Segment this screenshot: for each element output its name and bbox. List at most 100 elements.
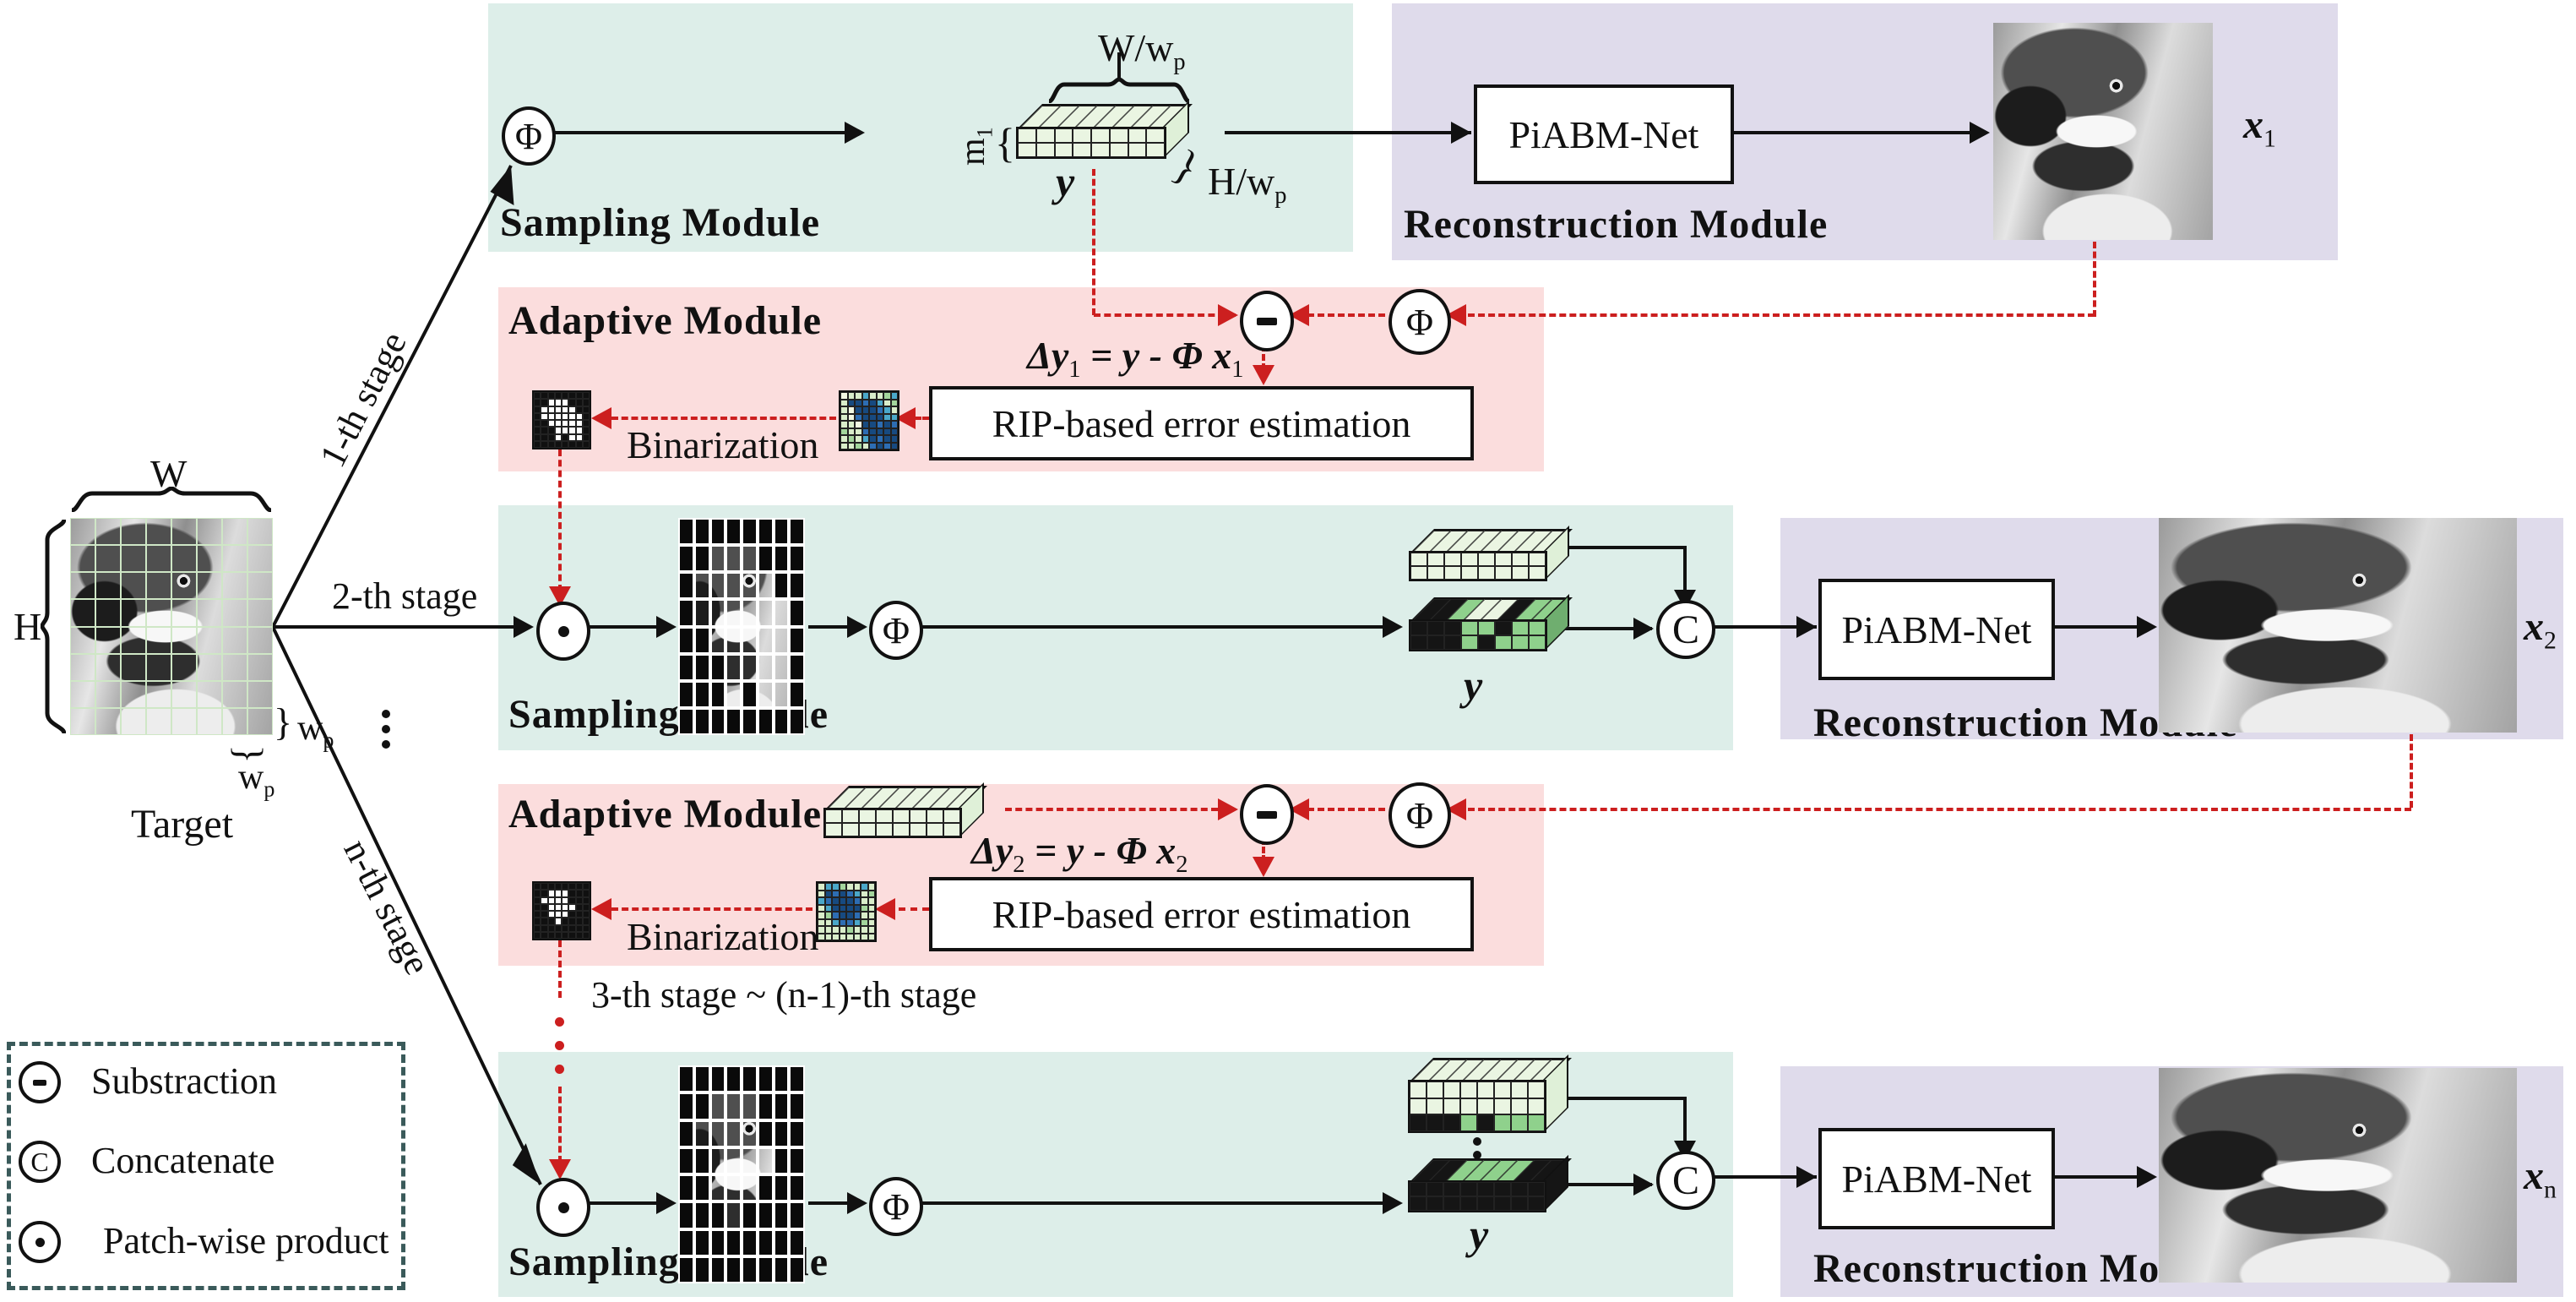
piabm-net-2: PiABM-Net — [1818, 579, 2055, 680]
target-caption: Target — [131, 802, 234, 847]
target-height-label: H — [14, 605, 42, 648]
cuboid-front-face — [1409, 551, 1547, 581]
arrowhead-into-phi2 — [847, 616, 867, 638]
elbow-stack2top-h — [1547, 546, 1687, 549]
stage-ellipsis-dot — [382, 710, 390, 718]
reconstructed-image-x2 — [2159, 518, 2517, 733]
formula-delta-y2: Δy2 = y - Φ x2 — [971, 829, 1188, 879]
arrowhead-y1-to-net — [1451, 122, 1471, 144]
binarization-1-label: Binarization — [627, 423, 819, 466]
arrow-into-dot2 — [514, 616, 534, 638]
concat-operator-stage3: C — [1656, 1151, 1715, 1210]
sampling-module-1-title: Sampling Module — [500, 200, 821, 245]
target-width-label: W — [150, 452, 187, 495]
arrow-phi3-to-stack — [918, 1201, 1384, 1205]
arrowhead-into-net3 — [1796, 1166, 1817, 1188]
h-over-wp-label: H/wp — [1208, 160, 1287, 210]
rip-estimation-2-label: RIP-based error estimation — [992, 892, 1411, 936]
red-line-rip2-to-heat — [899, 907, 929, 911]
arrowhead-into-x2 — [2137, 616, 2157, 638]
phi-glyph: Φ — [1405, 794, 1434, 836]
phi-operator-stage2: Φ — [869, 601, 923, 660]
arrowhead-into-xn — [2137, 1166, 2157, 1188]
stage-ellipsis-dot — [382, 740, 390, 749]
minus-glyph — [1257, 810, 1277, 819]
xn-label: xn — [2524, 1153, 2557, 1204]
legend-concatenate-icon: C — [19, 1141, 61, 1183]
target-wp-right-brace: } — [274, 700, 293, 744]
stack3-ellipsis-dot — [1473, 1151, 1481, 1159]
target-wp-right-label: wp — [297, 709, 334, 753]
phi-glyph: Φ — [514, 115, 543, 157]
arrowhead-into-maskedimg3 — [656, 1192, 677, 1214]
m1-label: m1 — [954, 127, 997, 166]
arrow-net3-to-xn — [2052, 1175, 2144, 1179]
piabm-net-1: PiABM-Net — [1474, 84, 1734, 184]
elbow-stack3top-h — [1546, 1097, 1687, 1100]
elbow-stack3top-v — [1683, 1097, 1687, 1146]
arrowhead-phi1-to-y — [845, 122, 865, 144]
arrow-dot2-to-maskedimg — [587, 625, 658, 629]
arrow-phi1-to-y — [551, 131, 846, 134]
red-ellipsis-dot — [555, 1041, 564, 1050]
cuboid-front-face — [1016, 127, 1166, 159]
arrowhead-into-net2 — [1796, 616, 1817, 638]
piabm-net-3-label: PiABM-Net — [1841, 1157, 2032, 1201]
adaptive-module-2-title: Adaptive Module — [508, 792, 823, 836]
red-line-mask2-down — [558, 940, 562, 998]
adaptive-module-1-title: Adaptive Module — [508, 298, 823, 343]
arrow-net2-to-x2 — [2052, 625, 2144, 629]
binarization-2-label: Binarization — [627, 915, 819, 958]
target-width-brace — [71, 487, 272, 512]
stage-2-label: 2-th stage — [332, 575, 478, 617]
reconstructed-image-xn — [2159, 1068, 2517, 1283]
legend-concatenate-label: Concatenate — [91, 1140, 275, 1181]
phi-operator-adaptive1: Φ — [1389, 289, 1451, 355]
red-line-phi2ad-to-minus — [1307, 808, 1385, 811]
red-line-rip1-to-heat — [907, 417, 929, 420]
cuboid-front-face — [1408, 1080, 1546, 1133]
patchwise-product-stage3 — [536, 1178, 590, 1237]
red-arrowhead-into-mask2 — [591, 898, 611, 920]
elbow-stack2top-v — [1683, 546, 1687, 595]
sampling-module-1-box — [488, 3, 1353, 252]
red-line-heat1-to-mask — [611, 417, 836, 420]
minus-operator-adaptive1 — [1240, 291, 1294, 351]
legend-patchwise-label: Patch-wise product — [103, 1220, 389, 1261]
reconstruction-module-1-title: Reconstruction Module — [1404, 202, 1829, 247]
red-line-x2-down — [2410, 734, 2413, 808]
arrowhead-into-stack3 — [1383, 1192, 1403, 1214]
red-ellipsis-dot — [555, 1065, 564, 1074]
piabm-net-3: PiABM-Net — [1818, 1128, 2055, 1229]
phi-glyph: Φ — [1405, 301, 1434, 343]
binary-mask-1 — [532, 390, 591, 449]
legend-box — [7, 1042, 405, 1290]
cuboid-front-face — [1408, 1180, 1546, 1212]
arrow-c2-to-net2 — [1710, 625, 1817, 629]
rip-estimation-1-label: RIP-based error estimation — [992, 401, 1411, 445]
legend-patchwise-icon — [19, 1221, 61, 1263]
red-arrowhead-into-minus2-left — [1218, 798, 1238, 820]
x2-label: x2 — [2524, 604, 2557, 655]
arrow-maskedimg2-to-phi2 — [808, 625, 851, 629]
legend-subtraction-label: Substraction — [91, 1060, 277, 1102]
cuboid-front-face — [823, 808, 962, 838]
arrow-dot3-to-maskedimg — [587, 1201, 658, 1205]
minus-glyph — [1257, 317, 1277, 325]
phi-glyph: Φ — [882, 1185, 910, 1228]
x1-label: x1 — [2243, 102, 2276, 153]
red-arrowhead-into-mask1 — [591, 407, 611, 429]
arrow-stack3bot-to-c3 — [1546, 1183, 1652, 1186]
stack3-ellipsis-dot — [1473, 1137, 1481, 1146]
stage-ellipsis-dot — [382, 725, 390, 733]
concat-operator-stage2: C — [1656, 600, 1715, 659]
y2-label: y — [1464, 662, 1483, 709]
arrowhead-into-phi3 — [847, 1192, 867, 1214]
stage-range-label: 3-th stage ~ (n-1)-th stage — [591, 974, 977, 1016]
minus-operator-adaptive2 — [1240, 784, 1294, 845]
red-arrowhead-into-minus1-left — [1218, 304, 1238, 326]
red-line-minus2-to-rip — [1262, 838, 1265, 862]
arrow-phi2-to-stack — [918, 625, 1384, 629]
red-ellipsis-dot — [555, 1017, 564, 1027]
